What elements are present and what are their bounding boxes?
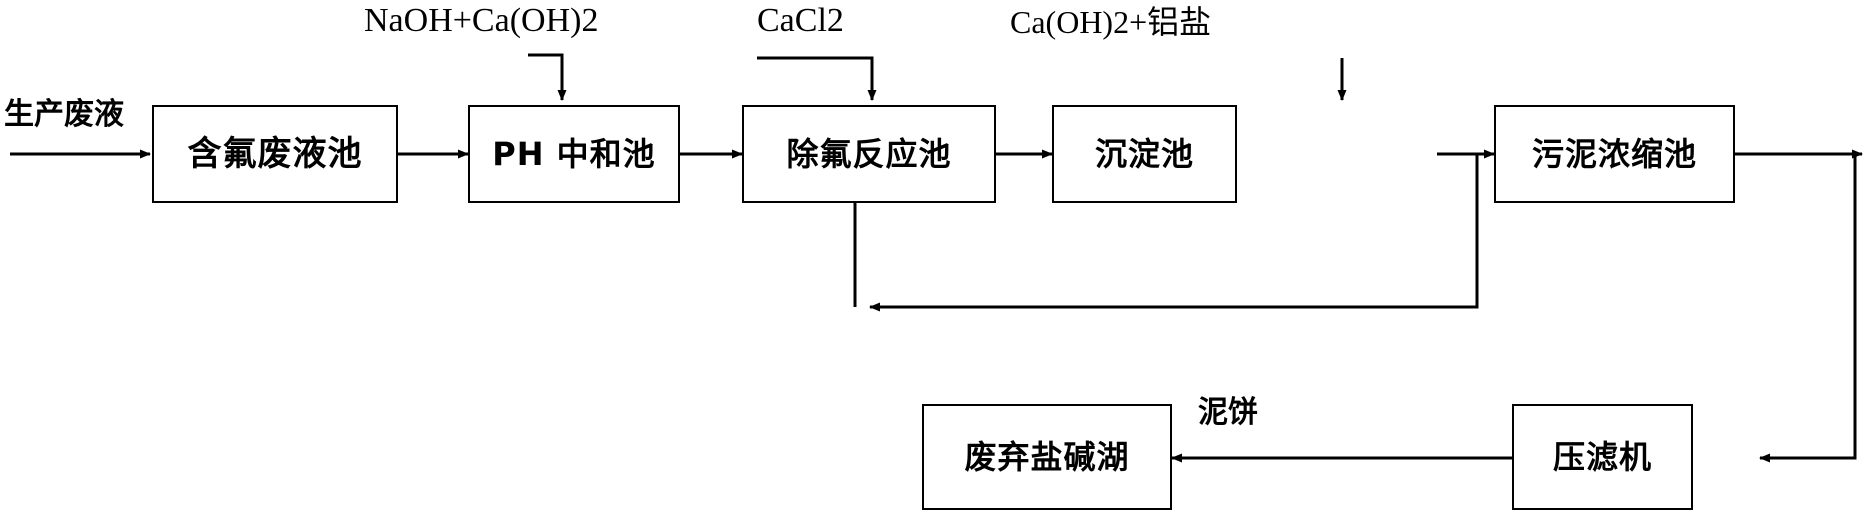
node-label: 污泥浓缩池: [1531, 135, 1697, 173]
label-production-wastewater: 生产废液: [4, 97, 124, 132]
node-abandoned-saline-lake[interactable]: 废弃盐碱湖: [922, 404, 1172, 510]
node-label: PH 中和池: [492, 135, 656, 173]
node-sludge-thickener[interactable]: 污泥浓缩池: [1494, 105, 1735, 203]
node-label: 含氟废液池: [187, 134, 363, 174]
node-fluoride-waste-tank[interactable]: 含氟废液池: [152, 105, 398, 203]
label-reagent-naoh-caoh2: NaOH+Ca(OH)2: [364, 2, 599, 39]
node-ph-neutralization-tank[interactable]: PH 中和池: [468, 105, 680, 203]
connector-reagent2-to-tank3: [757, 56, 877, 101]
node-filter-press[interactable]: 压滤机: [1512, 404, 1693, 510]
label-reagent-cacl2: CaCl2: [757, 2, 844, 39]
node-label: 废弃盐碱湖: [964, 438, 1130, 476]
node-sedimentation-tank[interactable]: 沉淀池: [1052, 105, 1237, 203]
connector-tank5-to-press: [1735, 149, 1863, 463]
label-reagent-caoh2-aluminium-salt: Ca(OH)2+铝盐: [1010, 4, 1212, 40]
node-label: 沉淀池: [1094, 135, 1194, 173]
node-label: 压滤机: [1552, 438, 1652, 476]
node-label: 除氟反应池: [786, 135, 952, 173]
connector-reagent1-to-tank2: [528, 53, 567, 101]
node-defluorination-reactor[interactable]: 除氟反应池: [742, 105, 996, 203]
label-mud-cake: 泥饼: [1198, 395, 1258, 430]
